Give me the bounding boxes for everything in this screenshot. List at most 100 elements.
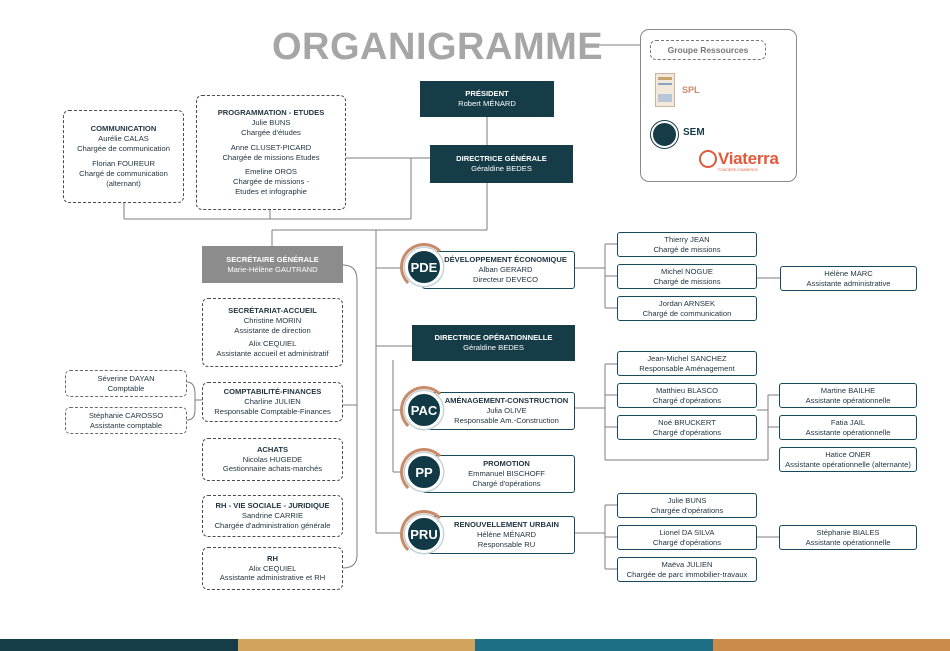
programmation-p3-name: Emeline OROS [245, 167, 297, 177]
rh-vie-sociale-box: RH - VIE SOCIALE - JURIDIQUE Sandrine CA… [202, 495, 343, 537]
pac-assist-2-role: Assistante opérationnelle [805, 427, 891, 437]
pru-staff-3-name: Maëva JULIEN [661, 559, 713, 569]
communication-p1-role: Chargée de communication [77, 144, 170, 154]
pde-assist-name: Hélène MARC [824, 268, 873, 278]
programmation-p3-role1: Chargée de missions - [233, 177, 309, 187]
footer-segment-3 [475, 639, 713, 651]
compta-staff-1-name: Séverine DAYAN [97, 373, 155, 383]
footer-color-bar [0, 639, 950, 651]
pde-arc [400, 243, 448, 291]
pru-staff-2-role: Chargé d'opérations [652, 537, 722, 547]
pde-staff-3-name: Jordan ARNSEK [658, 298, 716, 308]
rh-box: RH Alix CEQUIEL Assistante administrativ… [202, 547, 343, 590]
secretariat-box: SECRÉTARIAT-ACCUEIL Christine MORIN Assi… [202, 298, 343, 367]
pde-staff-2-role: Chargé de missions [653, 276, 721, 286]
pac-name: Julia OLIVE [486, 406, 527, 416]
pac-staff-2-role: Chargé d'opérations [652, 395, 722, 405]
rh-name: Alix CEQUIEL [248, 563, 297, 573]
pde-box: DÉVELOPPEMENT ÉCONOMIQUE Alban GERARD Di… [422, 251, 575, 289]
comptabilite-box: COMPTABILITÉ-FINANCES Charline JULIEN Re… [202, 382, 343, 422]
pp-name: Emmanuel BISCHOFF [468, 469, 545, 479]
programmation-p1-role: Chargée d'études [241, 127, 301, 137]
achats-role: Gestionnaire achats-marchés [222, 464, 323, 474]
secretariat-p2-name: Alix CEQUIEL [248, 338, 297, 348]
pp-title: PROMOTION [483, 459, 530, 469]
sg-name: Marie-Hélène GAUTRAND [227, 264, 318, 274]
spl-label: SPL [682, 85, 700, 95]
ressources-title: Groupe Ressources [650, 40, 766, 60]
pac-badge: PAC [405, 391, 443, 429]
compta-staff-1-role: Comptable [107, 383, 145, 393]
sem-logo-icon [651, 121, 678, 148]
compta-staff-2: Stéphanie CAROSSO Assistante comptable [65, 407, 187, 434]
programmation-title: PROGRAMMATION - ETUDES [217, 108, 325, 118]
programmation-box: PROGRAMMATION - ETUDES Julie BUNS Chargé… [196, 95, 346, 210]
communication-p1-name: Aurélie CALAS [98, 134, 149, 144]
viaterra-label: Viaterra [718, 149, 779, 168]
pac-assist-3: Hatice ONER Assistante opérationnelle (a… [779, 447, 917, 472]
pac-staff-2-name: Matthieu BLASCO [655, 385, 719, 395]
secretariat-title: SECRÉTARIAT-ACCUEIL [228, 306, 317, 316]
directrice-generale-box: DIRECTRICE GÉNÉRALE Géraldine BEDES [430, 145, 573, 183]
pde-assist: Hélène MARC Assistante administrative [780, 266, 917, 291]
pac-staff-3: Noé BRUCKERT Chargé d'opérations [617, 415, 757, 440]
pde-role: Directeur DEVECO [473, 274, 538, 284]
pac-assist-3-role: Assistante opérationnelle (alternante) [785, 459, 911, 469]
pru-assist-role: Assistante opérationnelle [805, 537, 891, 547]
compta-staff-2-role: Assistante comptable [89, 420, 163, 430]
programmation-p2-name: Anne CLUSET-PICARD [230, 142, 312, 152]
compta-staff-1: Séverine DAYAN Comptable [65, 370, 187, 397]
achats-box: ACHATS Nicolas HUGEDE Gestionnaire achat… [202, 438, 343, 481]
president-box: PRÉSIDENT Robert MÉNARD [420, 81, 554, 117]
secretariat-p2-role: Assistante accueil et administratif [216, 348, 329, 358]
pde-assist-role: Assistante administrative [806, 278, 891, 288]
pac-assist-1-role: Assistante opérationnelle [805, 395, 891, 405]
rh-role: Assistante administrative et RH [219, 573, 326, 583]
pde-name: Alban GERARD [478, 265, 533, 275]
dg-title: DIRECTRICE GÉNÉRALE [456, 154, 547, 164]
pde-staff-3-role: Chargé de communication [642, 308, 732, 318]
programmation-p3-role2: Etudes et infographie [235, 187, 307, 197]
programmation-p1-name: Julie BUNS [251, 117, 291, 127]
pp-role: Chargé d'opérations [472, 478, 541, 488]
directrice-operationnelle-box: DIRECTRICE OPÉRATIONNELLE Géraldine BEDE… [412, 325, 575, 361]
pp-arc [400, 448, 448, 496]
pru-role: Responsable RU [477, 539, 536, 549]
viaterra-sublabel: FONCIÈRE COMMERCE [718, 168, 758, 172]
communication-p2-note: (alternant) [106, 178, 141, 188]
communication-p2-role: Chargé de communication [79, 168, 168, 178]
pru-arc [400, 510, 448, 558]
pde-staff-2-name: Michel NOGUE [661, 266, 713, 276]
page-title: ORGANIGRAMME [272, 26, 604, 68]
pac-staff-3-name: Noé BRUCKERT [658, 417, 716, 427]
pac-box: AMÉNAGEMENT-CONSTRUCTION Julia OLIVE Res… [422, 392, 575, 430]
pac-assist-2-name: Fatia JAIL [830, 417, 866, 427]
spl-logo-icon [655, 73, 675, 107]
compta-title: COMPTABILITÉ-FINANCES [223, 387, 322, 397]
pde-staff-1-name: Thierry JEAN [664, 234, 710, 244]
footer-segment-4 [712, 639, 950, 651]
pde-title: DÉVELOPPEMENT ÉCONOMIQUE [444, 255, 567, 265]
footer-segment-1 [0, 639, 238, 651]
communication-p2-name: Florian FOUREUR [92, 159, 155, 168]
pac-assist-1: Martine BAILHE Assistante opérationnelle [779, 383, 917, 408]
rh-title: RH [267, 553, 278, 563]
dg-name: Géraldine BEDES [471, 164, 532, 173]
sem-label: SEM [683, 127, 705, 138]
pde-badge: PDE [405, 248, 443, 286]
pru-badge: PRU [405, 515, 443, 553]
pru-box: RENOUVELLEMENT URBAIN Hélène MÉNARD Resp… [422, 516, 575, 554]
rh-vie-name: Sandrine CARRIE [241, 511, 304, 521]
pac-title: AMÉNAGEMENT-CONSTRUCTION [444, 396, 569, 406]
secretariat-p1-name: Christine MORIN [243, 316, 302, 326]
rh-vie-role: Chargée d'administration générale [214, 520, 331, 530]
secretariat-p1-role: Assistante de direction [234, 326, 311, 336]
dop-title: DIRECTRICE OPÉRATIONNELLE [434, 333, 553, 343]
pde-staff-1: Thierry JEAN Chargé de missions [617, 232, 757, 257]
dop-name: Géraldine BEDES [463, 343, 524, 352]
pac-staff-1-name: Jean-Michel SANCHEZ [647, 353, 727, 363]
pde-staff-3: Jordan ARNSEK Chargé de communication [617, 296, 757, 321]
pru-staff-2: Lionel DA SILVA Chargé d'opérations [617, 525, 757, 550]
communication-title: COMMUNICATION [90, 124, 157, 134]
